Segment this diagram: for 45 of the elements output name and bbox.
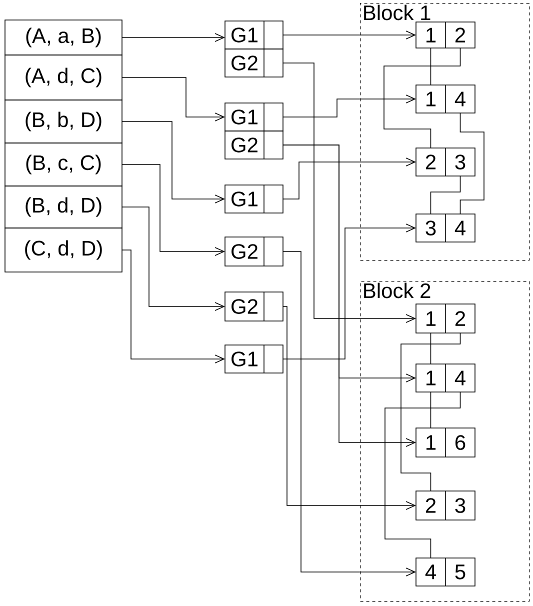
arrow — [282, 30, 416, 40]
group-box: G2 — [224, 48, 284, 78]
connector-line — [460, 112, 484, 214]
group-box: G2 — [224, 130, 284, 160]
pair-box: 1 4 — [416, 364, 476, 392]
tuple-box: (A, a, B) — [4, 20, 122, 56]
connector-line — [430, 332, 432, 364]
pair-box: 1 2 — [416, 304, 476, 334]
group-box: G1 — [224, 184, 284, 214]
group-box: G2 — [224, 236, 284, 266]
tuple-box: (B, c, C) — [4, 142, 122, 186]
pair-box: 1 6 — [416, 428, 476, 458]
pair-box: 1 4 — [416, 84, 476, 114]
group-box: G2 — [224, 292, 284, 322]
connector-line — [430, 392, 432, 428]
arrow — [282, 224, 416, 360]
connector-line — [430, 48, 432, 86]
pair-box: 2 3 — [416, 490, 476, 520]
arrow — [282, 144, 416, 447]
arrow — [122, 206, 225, 311]
connector-line — [384, 392, 461, 558]
pair-box: 2 3 — [416, 148, 476, 176]
group-box: G1 — [224, 344, 284, 374]
group-box: G1 — [224, 102, 284, 132]
arrow — [282, 62, 416, 323]
arrow — [282, 94, 416, 118]
connector-line — [430, 176, 461, 214]
arrow — [282, 251, 416, 576]
arrow — [282, 158, 416, 200]
pair-box: 1 2 — [416, 22, 476, 48]
connector-line — [384, 48, 461, 148]
arrow — [282, 306, 416, 510]
tuple-box: (B, b, D) — [4, 100, 122, 144]
arrow — [122, 121, 225, 204]
pair-box: 4 5 — [416, 558, 476, 586]
arrow — [122, 250, 225, 364]
arrow — [122, 164, 225, 256]
group-box: G1 — [224, 20, 284, 50]
tuple-box: (A, d, C) — [4, 54, 122, 100]
connector-line — [400, 332, 461, 492]
arrow — [122, 77, 225, 122]
arrow — [122, 33, 225, 42]
tuple-box: (B, d, D) — [4, 186, 122, 228]
tuple-box: (C, d, D) — [4, 228, 122, 272]
pair-box: 3 4 — [416, 214, 476, 242]
